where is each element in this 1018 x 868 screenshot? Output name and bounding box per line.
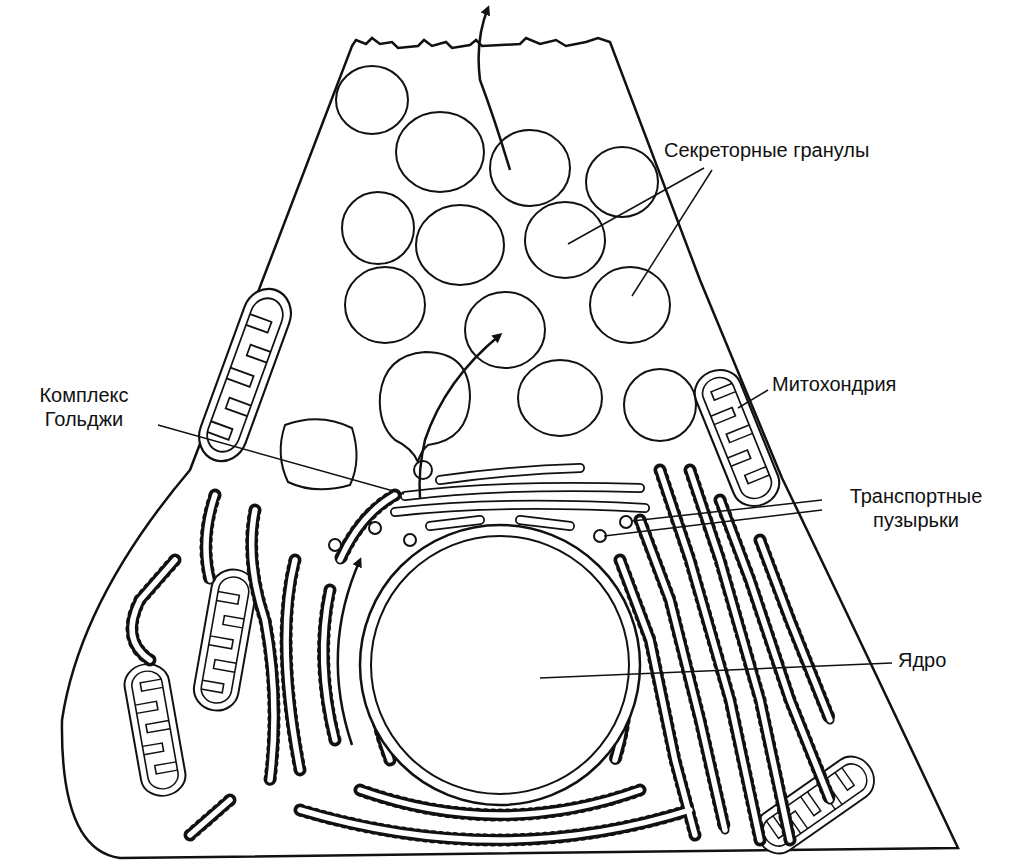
part-label: Секреторные гранулы: [664, 138, 964, 162]
part-label: Ядро: [898, 648, 998, 672]
mitochondria: [121, 282, 882, 861]
part-label: Митохондрия: [772, 372, 972, 396]
part-label: Транспортные пузырьки: [826, 484, 1006, 532]
part-label: Комплекс Гольджи: [4, 383, 164, 431]
pathway-arrows: [338, 8, 510, 745]
secretory-granules: [281, 66, 696, 489]
golgi-complex: [395, 461, 645, 526]
nucleus: [360, 525, 640, 805]
transport-vesicles: [329, 516, 632, 551]
rough-er: [132, 470, 830, 840]
leader-lines: [158, 168, 892, 678]
